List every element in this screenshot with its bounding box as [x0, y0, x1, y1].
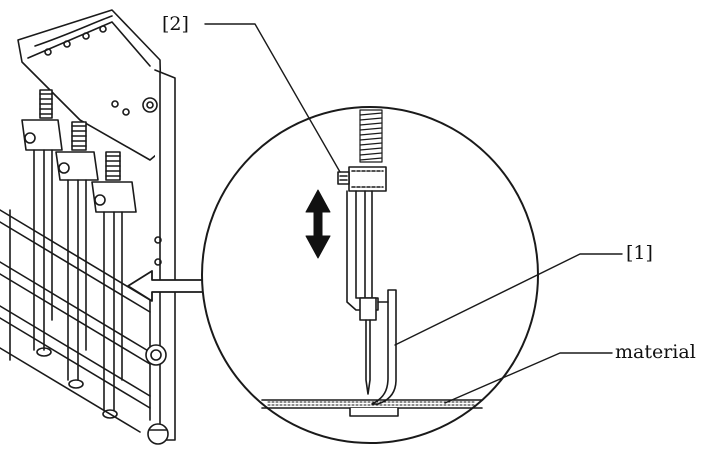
callout-label-1: [1]: [626, 242, 653, 264]
callout-label-2: [2]: [162, 13, 189, 35]
double-arrow-vertical-icon: [305, 189, 331, 259]
material-label: material: [615, 341, 696, 363]
magnified-detail: [201, 106, 539, 444]
leader-lines: [204, 23, 623, 404]
machine-head-overview: [0, 9, 176, 445]
